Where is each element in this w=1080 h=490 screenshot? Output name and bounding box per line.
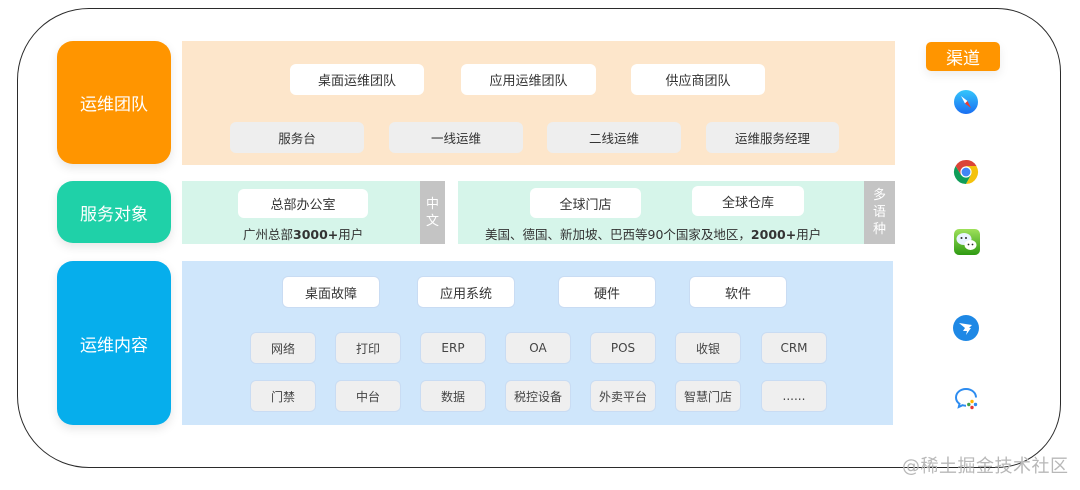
team-box-app-ops: 应用运维团队 — [461, 64, 596, 95]
source-watermark: @稀土掘金技术社区 — [902, 456, 1069, 477]
content-box-app-system: 应用系统 — [417, 276, 515, 308]
content-tile: CRM — [761, 332, 827, 364]
safari-browser-icon — [954, 90, 978, 114]
global-stores-box: 全球门店 — [530, 188, 641, 218]
hq-panel: 总部办公室 广州总部3000+用户 中 文 — [182, 181, 445, 244]
global-user-count: 美国、德国、新加坡、巴西等90个国家及地区，2000+用户 — [485, 227, 822, 242]
chrome-browser-icon — [953, 160, 979, 184]
dingtalk-icon — [953, 315, 979, 341]
content-tile: 网络 — [250, 332, 316, 364]
wecom-icon — [954, 388, 978, 410]
global-panel: 全球门店 全球仓库 美国、德国、新加坡、巴西等90个国家及地区，2000+用户 … — [458, 181, 895, 244]
content-tile: 外卖平台 — [590, 380, 656, 412]
content-tile: ERP — [420, 332, 486, 364]
label-service-target: 服务对象 — [57, 181, 171, 243]
lang-tag-multilingual: 多 语 种 — [864, 181, 895, 244]
wechat-icon — [954, 229, 980, 255]
content-tile: 中台 — [335, 380, 401, 412]
content-box-software: 软件 — [689, 276, 787, 308]
team-box-tier1: 一线运维 — [389, 122, 523, 153]
ops-team-panel: 桌面运维团队 应用运维团队 供应商团队 服务台 一线运维 二线运维 运维服务经理 — [182, 41, 895, 165]
team-box-service-desk: 服务台 — [230, 122, 364, 153]
lang-tag-chinese: 中 文 — [420, 181, 445, 244]
global-warehouse-box: 全球仓库 — [692, 186, 804, 216]
team-box-vendor: 供应商团队 — [631, 64, 765, 95]
label-ops-content: 运维内容 — [57, 261, 171, 425]
label-ops-team: 运维团队 — [57, 41, 171, 164]
content-box-hardware: 硬件 — [558, 276, 656, 308]
team-box-service-manager: 运维服务经理 — [706, 122, 839, 153]
content-tile: 税控设备 — [505, 380, 571, 412]
hq-office-box: 总部办公室 — [238, 189, 368, 218]
team-box-desktop-ops: 桌面运维团队 — [290, 64, 424, 95]
content-tile: POS — [590, 332, 656, 364]
content-tile: 收银 — [675, 332, 741, 364]
ops-content-panel: 桌面故障 应用系统 硬件 软件 网络 打印 ERP OA POS 收银 CRM … — [182, 261, 893, 425]
content-tile: 打印 — [335, 332, 401, 364]
content-tile: OA — [505, 332, 571, 364]
content-tile: 智慧门店 — [675, 380, 741, 412]
channels-label: 渠道 — [926, 42, 1000, 71]
content-tile: ...... — [761, 380, 827, 412]
team-box-tier2: 二线运维 — [547, 122, 681, 153]
content-tile: 门禁 — [250, 380, 316, 412]
hq-user-count: 广州总部3000+用户 — [243, 227, 364, 242]
content-box-desktop-fault: 桌面故障 — [282, 276, 380, 308]
content-tile: 数据 — [420, 380, 486, 412]
outer-frame — [17, 8, 1061, 468]
